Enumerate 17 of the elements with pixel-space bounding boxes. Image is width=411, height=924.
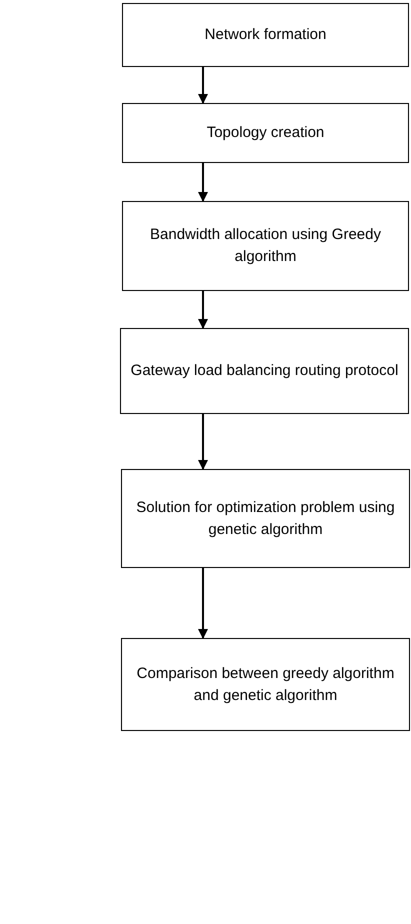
step-text: Topology creation bbox=[206, 123, 324, 143]
step-text: Gateway load balancing routing protocol bbox=[130, 361, 398, 381]
arrow bbox=[198, 163, 208, 202]
step-text: Solution for optimization problem using genetic algorithm bbox=[135, 498, 396, 540]
step-text: Comparison between greedy algorithm and genetic algorithm bbox=[136, 664, 396, 706]
arrow bbox=[198, 67, 208, 104]
arrow bbox=[198, 568, 208, 639]
process-box bbox=[122, 103, 409, 163]
arrow bbox=[198, 291, 208, 329]
process-box bbox=[120, 328, 409, 414]
arrow bbox=[198, 414, 208, 470]
process-box bbox=[122, 3, 409, 67]
process-box bbox=[121, 638, 410, 731]
step-text: Bandwidth allocation using Greedy algorithm bbox=[149, 225, 382, 267]
step-text: Network formation bbox=[204, 25, 326, 45]
process-box bbox=[121, 469, 410, 568]
process-box bbox=[122, 201, 409, 291]
